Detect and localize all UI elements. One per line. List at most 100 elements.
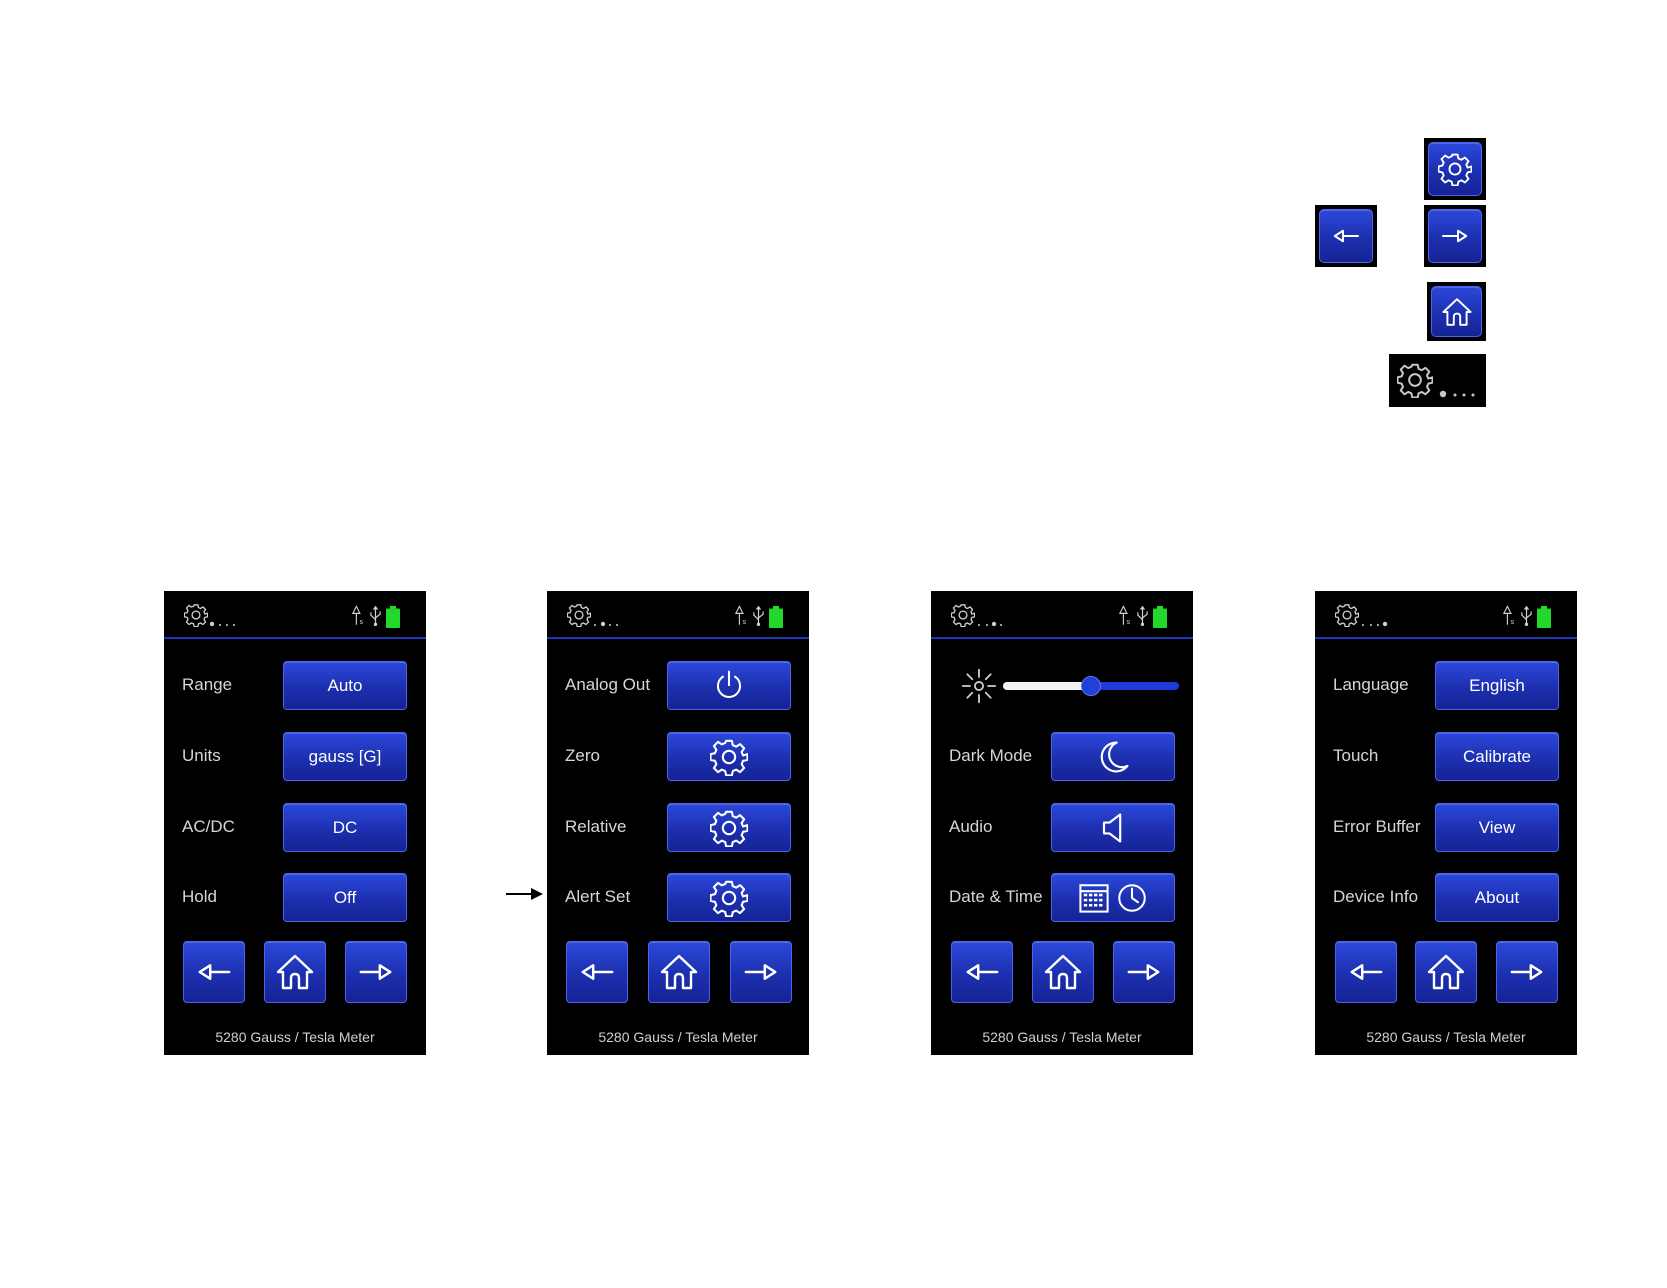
legend-home-box — [1427, 282, 1486, 341]
probe-icon — [352, 604, 366, 628]
audio-button[interactable] — [1051, 803, 1175, 852]
home-icon — [659, 952, 699, 992]
prev-button[interactable] — [566, 941, 628, 1003]
home-icon — [1441, 296, 1473, 328]
row-label-units: Units — [182, 746, 221, 766]
battery-icon — [1153, 606, 1167, 628]
zero-button[interactable] — [667, 732, 791, 781]
row-label-language: Language — [1333, 675, 1409, 695]
row-label-device-info: Device Info — [1333, 887, 1418, 907]
brightness-icon — [961, 668, 997, 704]
row-label-alert-set: Alert Set — [565, 887, 630, 907]
calendar-icon — [1077, 881, 1111, 915]
moon-icon — [1095, 739, 1131, 775]
screen-measurement-settings: Range Auto Units gauss [G] AC/DC DC Hold… — [164, 591, 426, 1055]
probe-icon — [735, 604, 749, 628]
screen-system-settings: Language English Touch Calibrate Error B… — [1315, 591, 1577, 1055]
settings-button[interactable] — [1428, 142, 1482, 196]
usb-icon — [1520, 604, 1533, 628]
row-label-hold: Hold — [182, 887, 217, 907]
usb-icon — [752, 604, 765, 628]
gear-icon — [710, 809, 748, 847]
screen-display-settings: Dark Mode Audio Date & Time 5280 Gauss /… — [931, 591, 1193, 1055]
date-time-button[interactable] — [1051, 873, 1175, 922]
home-button[interactable] — [1032, 941, 1094, 1003]
arrow-right-icon — [742, 953, 780, 991]
probe-icon — [1119, 604, 1133, 628]
home-icon — [1426, 952, 1466, 992]
hold-button[interactable]: Off — [283, 873, 407, 922]
row-label-dark-mode: Dark Mode — [949, 746, 1032, 766]
arrow-right-icon — [1440, 221, 1470, 251]
row-label-date-time: Date & Time — [949, 887, 1043, 907]
row-label-analog-out: Analog Out — [565, 675, 650, 695]
prev-button[interactable] — [183, 941, 245, 1003]
arrow-left-icon — [1331, 221, 1361, 251]
arrow-left-icon — [195, 953, 233, 991]
alert-set-button[interactable] — [667, 873, 791, 922]
next-button[interactable] — [1113, 941, 1175, 1003]
device-name-footer: 5280 Gauss / Tesla Meter — [931, 1029, 1193, 1045]
row-label-touch: Touch — [1333, 746, 1378, 766]
arrow-left-icon — [963, 953, 1001, 991]
home-button[interactable] — [1431, 286, 1482, 337]
acdc-button[interactable]: DC — [283, 803, 407, 852]
battery-icon — [386, 606, 400, 628]
gear-icon — [1438, 152, 1472, 186]
prev-button[interactable] — [1319, 209, 1373, 263]
page-indicator-icon — [951, 603, 1007, 629]
analog-out-button[interactable] — [667, 661, 791, 710]
device-name-footer: 5280 Gauss / Tesla Meter — [1315, 1029, 1577, 1045]
arrow-left-icon — [1347, 953, 1385, 991]
home-icon — [275, 952, 315, 992]
language-button[interactable]: English — [1435, 661, 1559, 710]
home-button[interactable] — [648, 941, 710, 1003]
row-label-acdc: AC/DC — [182, 817, 235, 837]
screen-output-settings: Analog Out Zero Relative Alert Set 5280 … — [547, 591, 809, 1055]
arrow-left-icon — [578, 953, 616, 991]
prev-button[interactable] — [1335, 941, 1397, 1003]
pointer-arrow — [505, 884, 545, 904]
usb-icon — [369, 604, 382, 628]
probe-icon — [1503, 604, 1517, 628]
row-label-range: Range — [182, 675, 232, 695]
next-button[interactable] — [1428, 209, 1482, 263]
power-icon — [712, 669, 746, 703]
home-button[interactable] — [1415, 941, 1477, 1003]
speaker-icon — [1095, 810, 1131, 846]
status-bar — [164, 591, 426, 639]
next-button[interactable] — [1496, 941, 1558, 1003]
about-button[interactable]: About — [1435, 873, 1559, 922]
next-button[interactable] — [730, 941, 792, 1003]
legend-next-box — [1424, 205, 1486, 267]
range-button[interactable]: Auto — [283, 661, 407, 710]
status-bar — [931, 591, 1193, 639]
brightness-slider[interactable] — [1003, 679, 1179, 693]
slider-thumb[interactable] — [1081, 676, 1101, 696]
gear-dots-icon — [1397, 362, 1477, 402]
dark-mode-button[interactable] — [1051, 732, 1175, 781]
row-label-audio: Audio — [949, 817, 992, 837]
relative-button[interactable] — [667, 803, 791, 852]
device-name-footer: 5280 Gauss / Tesla Meter — [164, 1029, 426, 1045]
clock-icon — [1115, 881, 1149, 915]
view-errors-button[interactable]: View — [1435, 803, 1559, 852]
slider-fill — [1003, 682, 1091, 690]
gear-icon — [710, 879, 748, 917]
battery-icon — [1537, 606, 1551, 628]
home-button[interactable] — [264, 941, 326, 1003]
usb-icon — [1136, 604, 1149, 628]
units-button[interactable]: gauss [G] — [283, 732, 407, 781]
arrow-right-icon — [1125, 953, 1163, 991]
prev-button[interactable] — [951, 941, 1013, 1003]
legend-settings-box — [1424, 138, 1486, 200]
page-indicator-icon — [184, 603, 240, 629]
calibrate-button[interactable]: Calibrate — [1435, 732, 1559, 781]
device-name-footer: 5280 Gauss / Tesla Meter — [547, 1029, 809, 1045]
page-indicator-icon — [1335, 603, 1391, 629]
legend-page-indicator — [1389, 354, 1486, 407]
battery-icon — [769, 606, 783, 628]
next-button[interactable] — [345, 941, 407, 1003]
arrow-right-icon — [357, 953, 395, 991]
page-indicator-icon — [567, 603, 623, 629]
